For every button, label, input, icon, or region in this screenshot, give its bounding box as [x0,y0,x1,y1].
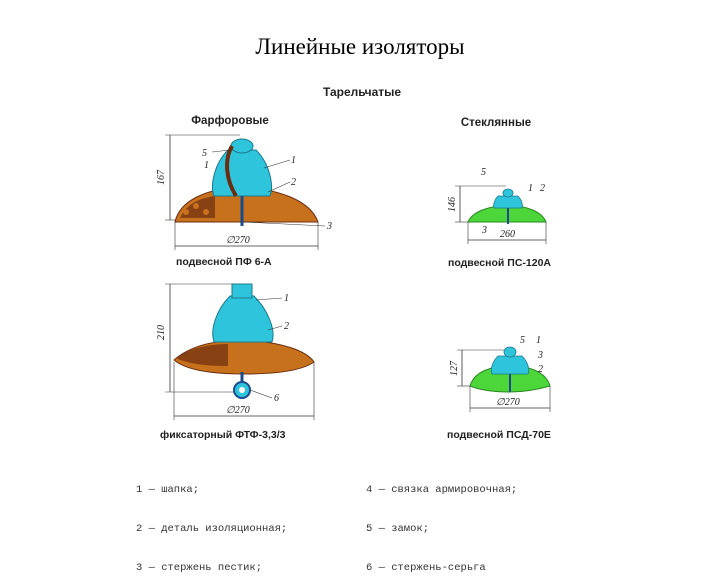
pf6a-height-dim: 167 [156,169,167,185]
ps120a-callout-2: 2 [540,183,545,194]
insulator-diagram: Тарельчатые Фарфоровые Стеклянные 167 ∅2… [156,85,551,441]
caption-ps120a: подвесной ПС-120А [448,257,551,269]
caption-pf6a: подвесной ПФ 6-А [176,256,272,268]
pf6a-callout-2: 2 [291,177,296,188]
psd70e-diameter-dim: ∅270 [496,397,520,408]
psd70e-callout-5: 5 [520,335,525,346]
pf6a-diameter-dim: ∅270 [226,235,250,246]
slide-title: Линейные изоляторы [255,34,465,59]
insulator-psd70e: 127 ∅270 5 1 3 2 подвесной ПСД-70Е [447,335,551,441]
legend-item: 4 — связка армировочная; [366,484,518,496]
ps120a-callout-5: 5 [481,167,486,178]
ps120a-callout-1: 1 [528,183,533,194]
ftf-callout-6: 6 [274,393,279,404]
caption-ftf: фиксаторный ФТФ-3,3/3 [160,429,286,441]
psd70e-callout-1: 1 [536,335,541,346]
pf6a-callout-1b: 1 [204,160,209,171]
ps120a-diameter-dim: 260 [500,229,515,240]
ps120a-height-dim: 146 [447,197,458,212]
pf6a-callout-5: 5 [202,148,207,159]
legend-item: 3 — стержень пестик; [136,562,263,574]
caption-psd70e: подвесной ПСД-70Е [447,429,551,441]
diagram-heading: Тарельчатые [323,85,401,99]
legend-item: 5 — замок; [366,523,430,535]
glass-column-label: Стеклянные [461,117,531,129]
insulator-ps120a: 146 260 5 1 2 3 подвесной ПС-120А [447,167,551,269]
porcelain-column-label: Фарфоровые [191,115,269,127]
psd70e-height-dim: 127 [449,360,460,376]
ftf-diameter-dim: ∅270 [226,405,250,416]
ps120a-callout-3: 3 [481,225,487,236]
insulator-ftf: 210 ∅270 1 2 6 фиксаторный ФТФ-3,3/3 [156,283,315,441]
insulator-pf6a: 167 ∅270 1 2 3 5 1 подвесной ПФ 6-А [156,134,332,268]
psd70e-callout-3: 3 [537,350,543,361]
legend-item: 2 — деталь изоляционная; [136,523,288,535]
legend-item: 1 — шапка; [136,484,200,496]
pf6a-callout-3: 3 [326,221,332,232]
legend-right: 4 — связка армировочная; 5 — замок; 6 — … [366,458,517,588]
legend-left: 1 — шапка; 2 — деталь изоляционная; 3 — … [136,458,287,588]
pf6a-callout-1: 1 [291,155,296,166]
ftf-callout-1: 1 [284,293,289,304]
psd70e-callout-2: 2 [538,364,543,375]
legend-item: 6 — стержень-серьга [366,562,486,574]
ftf-callout-2: 2 [284,321,289,332]
ftf-height-dim: 210 [156,325,167,340]
